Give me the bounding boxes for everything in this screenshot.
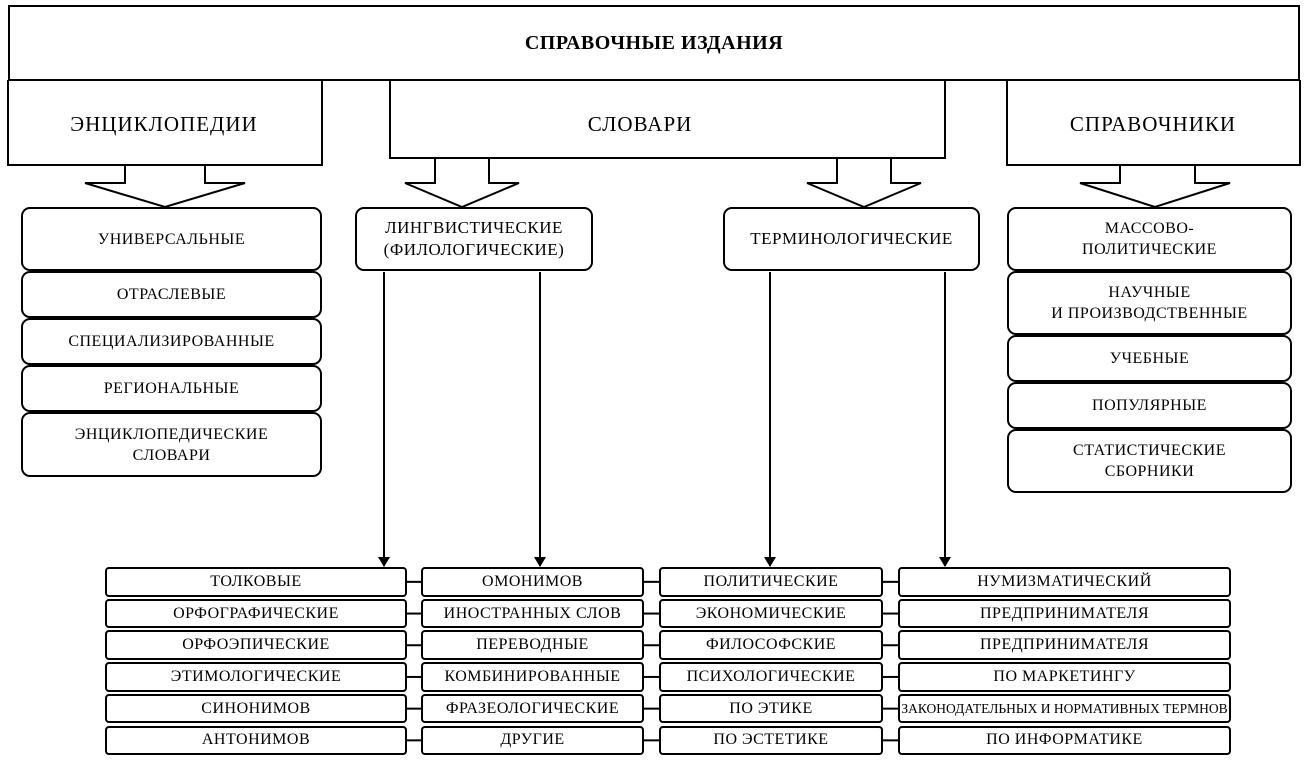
linguistic-col2-item: ПЕРЕВОДНЫЕ [421, 630, 644, 661]
linguistic-col2-item: ИНОСТРАННЫХ СЛОВ [421, 598, 644, 629]
category-dictionaries: СЛОВАРИ [500, 100, 780, 148]
title-bar: СПРАВОЧНЫЕ ИЗДАНИЯ [8, 5, 1300, 81]
linguistic-dictionaries: ЛИНГВИСТИЧЕСКИЕ (ФИЛОЛОГИЧЕСКИЕ) [355, 207, 593, 271]
terminological-dictionaries: ТЕРМИНОЛОГИЧЕСКИЕ [723, 207, 980, 271]
terminological-col2-label: ПО ИНФОРМАТИКЕ [986, 731, 1143, 749]
category-encyclopedias-label: ЭНЦИКЛОПЕДИИ [70, 111, 258, 136]
terminological-col2-item: ЗАКОНОДАТЕЛЬНЫХ И НОРМАТИВНЫХ ТЕРМНОВ [898, 693, 1231, 724]
page-title: СПРАВОЧНЫЕ ИЗДАНИЯ [524, 31, 784, 54]
terminological-col2-item: ПРЕДПРИНИМАТЕЛЯ [898, 598, 1231, 629]
terminological-col1-item: ПО ЭТИКЕ [659, 693, 883, 724]
terminological-col1-item: ФИЛОСОФСКИЕ [659, 630, 883, 661]
terminological-col2-label: НУМИЗМАТИЧЕСКИЙ [977, 572, 1152, 590]
row-connectors [407, 580, 898, 742]
terminological-col1-label: ПОЛИТИЧЕСКИЕ [703, 572, 839, 590]
linguistic-col2-item: ФРАЗЕОЛОГИЧЕСКИЕ [421, 693, 644, 724]
linguistic-col1-item: ОРФОЭПИЧЕСКИЕ [105, 630, 407, 661]
encyclopedia-types-label: РЕГИОНАЛЬНЫЕ [103, 380, 240, 397]
terminological-col2-label: ЗАКОНОДАТЕЛЬНЫХ И НОРМАТИВНЫХ ТЕРМНОВ [901, 700, 1228, 716]
handbook-types-label: СТАТИСТИЧЕСКИЕ СБОРНИКИ [1073, 442, 1226, 480]
terminological-col2-label: ПО МАРКЕТИНГУ [993, 667, 1136, 685]
linguistic-col2-label: КОМБИНИРОВАННЫЕ [444, 667, 621, 685]
linguistic-col1-label: АНТОНИМОВ [201, 731, 311, 749]
encyclopedia-types-label: СПЕЦИАЛИЗИРОВАННЫЕ [68, 333, 275, 350]
linguistic-col1-item: ЭТИМОЛОГИЧЕСКИЕ [105, 662, 407, 692]
terminological-col2-label: ПРЕДПРИНИМАТЕЛЯ [980, 604, 1149, 622]
linguistic-col1-item: ОРФОГРАФИЧЕСКИЕ [105, 598, 407, 629]
terminological-col1-item: ПО ЭСТЕТИКЕ [659, 725, 883, 756]
terminological-col2-item: ПО МАРКЕТИНГУ [898, 662, 1231, 692]
handbooks-block-arrow [1079, 164, 1231, 209]
encyclopedia-types-item: РЕГИОНАЛЬНЫЕ [21, 365, 322, 412]
encyclopedia-types-item: УНИВЕРСАЛЬНЫЕ [21, 207, 322, 271]
linguistic-col1-label: ЭТИМОЛОГИЧЕСКИЕ [170, 667, 342, 685]
linguistic-block-arrow [404, 157, 520, 209]
terminological-col1-label: ПО ЭСТЕТИКЕ [713, 731, 829, 749]
linguistic-col1-item: АНТОНИМОВ [105, 725, 407, 756]
terminological-dictionaries-label: ТЕРМИНОЛОГИЧЕСКИЕ [750, 229, 953, 248]
linguistic-col2-label: ОМОНИМОВ [482, 572, 583, 590]
handbook-types-item: МАССОВО- ПОЛИТИЧЕСКИЕ [1007, 207, 1292, 271]
encyclopedia-types-label: ЭНЦИКЛОПЕДИЧЕСКИЕ СЛОВАРИ [74, 425, 269, 464]
encyclopedia-types-label: ОТРАСЛЕВЫЕ [116, 286, 227, 303]
linguistic-col2-label: ДРУГИЕ [500, 731, 565, 749]
linguistic-col2-label: ИНОСТРАННЫХ СЛОВ [443, 604, 622, 622]
category-encyclopedias: ЭНЦИКЛОПЕДИИ [20, 100, 308, 148]
handbook-types-label: МАССОВО- ПОЛИТИЧЕСКИЕ [1082, 220, 1217, 258]
terminological-col2-item: НУМИЗМАТИЧЕСКИЙ [898, 567, 1231, 597]
terminological-block-arrow [806, 157, 922, 209]
terminological-col1-item: ПСИХОЛОГИЧЕСКИЕ [659, 662, 883, 692]
handbook-types-label: НАУЧНЫЕ И ПРОИЗВОДСТВЕННЫЕ [1051, 284, 1248, 322]
linguistic-dictionaries-label: ЛИНГВИСТИЧЕСКИЕ (ФИЛОЛОГИЧЕСКИЕ) [383, 218, 565, 259]
linguistic-col1-label: ОРФОГРАФИЧЕСКИЕ [173, 604, 339, 622]
terminological-col2-item: ПО ИНФОРМАТИКЕ [898, 725, 1231, 756]
dictionaries-block-outline [389, 80, 946, 159]
terminological-col1-item: ПОЛИТИЧЕСКИЕ [659, 567, 883, 597]
linguistic-col2-item: ДРУГИЕ [421, 725, 644, 756]
handbook-types-item: СТАТИСТИЧЕСКИЕ СБОРНИКИ [1007, 429, 1292, 493]
terminological-col1-label: ФИЛОСОФСКИЕ [705, 636, 837, 654]
terminological-col2-item: ПРЕДПРИНИМАТЕЛЯ [898, 630, 1231, 661]
terminological-col1-label: ЭКОНОМИЧЕСКИЕ [695, 604, 847, 622]
terminological-col1-item: ЭКОНОМИЧЕСКИЕ [659, 598, 883, 629]
handbook-types-item: НАУЧНЫЕ И ПРОИЗВОДСТВЕННЫЕ [1007, 271, 1292, 335]
linguistic-col1-label: ТОЛКОВЫЕ [210, 572, 302, 590]
linguistic-col2-item: КОМБИНИРОВАННЫЕ [421, 662, 644, 692]
encyclopedia-types-item: СПЕЦИАЛИЗИРОВАННЫЕ [21, 318, 322, 365]
handbook-types-label: УЧЕБНЫЕ [1109, 350, 1190, 367]
handbook-types-item: УЧЕБНЫЕ [1007, 335, 1292, 382]
linguistic-col1-item: СИНОНИМОВ [105, 693, 407, 724]
terminological-col1-label: ПО ЭТИКЕ [729, 699, 813, 717]
linguistic-col2-label: ФРАЗЕОЛОГИЧЕСКИЕ [445, 699, 620, 717]
category-dictionaries-label: СЛОВАРИ [587, 111, 693, 136]
terminological-col2-label: ПРЕДПРИНИМАТЕЛЯ [980, 636, 1149, 654]
linguistic-col1-label: СИНОНИМОВ [201, 699, 311, 717]
encyclopedia-types-item: ОТРАСЛЕВЫЕ [21, 271, 322, 318]
terminological-col1-label: ПСИХОЛОГИЧЕСКИЕ [686, 667, 856, 685]
category-handbooks: СПРАВОЧНИКИ [1010, 100, 1296, 148]
category-handbooks-label: СПРАВОЧНИКИ [1069, 111, 1237, 136]
linguistic-col2-item: ОМОНИМОВ [421, 567, 644, 597]
linguistic-col1-label: ОРФОЭПИЧЕСКИЕ [182, 636, 330, 654]
handbook-types-item: ПОПУЛЯРНЫЕ [1007, 382, 1292, 429]
handbook-types-label: ПОПУЛЯРНЫЕ [1092, 397, 1207, 414]
encyclopedia-types-item: ЭНЦИКЛОПЕДИЧЕСКИЕ СЛОВАРИ [21, 412, 322, 477]
encyclopedias-block-arrow [84, 164, 246, 209]
encyclopedia-types-label: УНИВЕРСАЛЬНЫЕ [97, 230, 246, 248]
linguistic-col1-item: ТОЛКОВЫЕ [105, 567, 407, 597]
linguistic-col2-label: ПЕРЕВОДНЫЕ [476, 636, 589, 654]
